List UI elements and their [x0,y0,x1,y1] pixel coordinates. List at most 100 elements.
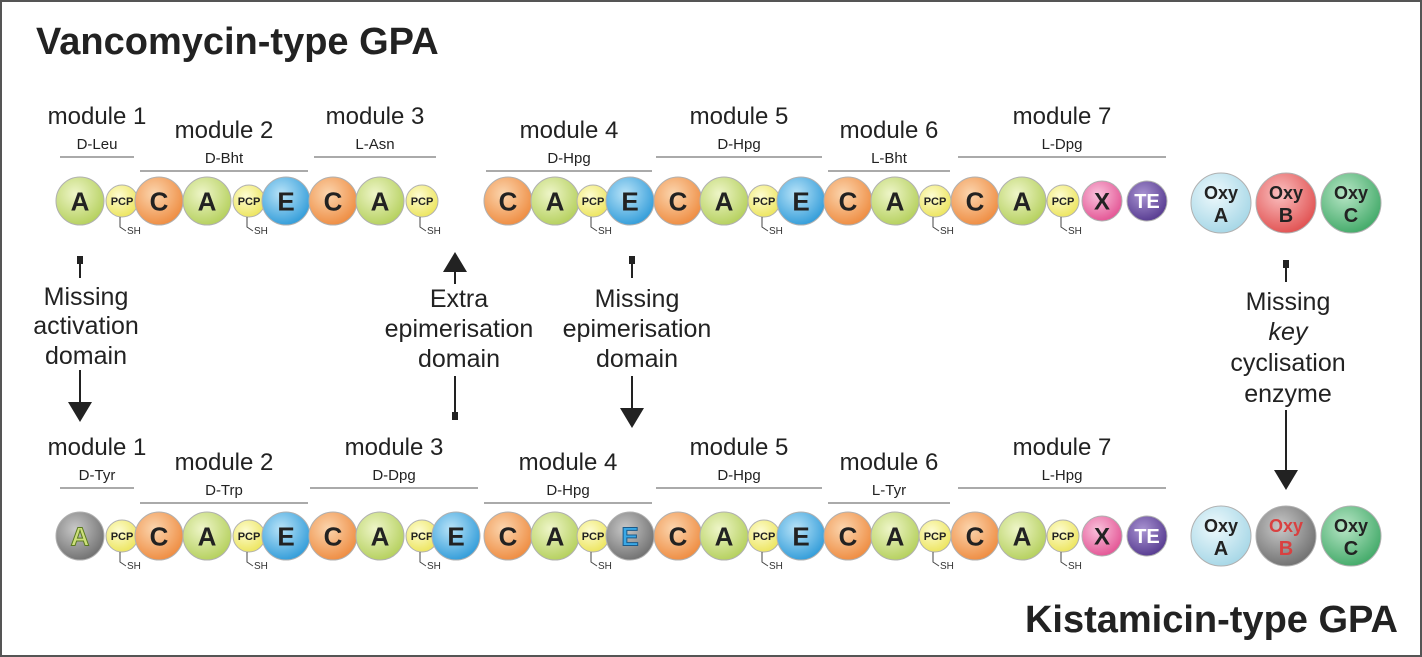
bottom-title: Kistamicin-type GPA [1025,599,1398,641]
e-label: E [792,186,809,216]
module-residue: D-Bht [205,150,244,167]
e-label: E [621,186,638,216]
c-label: C [839,186,858,216]
pcp-domain: PCP SH [1046,184,1082,237]
annotation-extra-epimerisation: Extra epimerisation domain [385,252,534,420]
module-label: module 6L-Tyr [828,449,950,504]
pcp-label: PCP [924,531,947,543]
module-name: module 4 [520,117,619,144]
oxy-prefix: Oxy [1204,516,1238,536]
a-label: A [546,521,565,551]
e-domain: E [431,511,481,561]
sh-label: SH [1068,226,1082,237]
pcp-label: PCP [238,196,261,208]
sh-label: SH [427,561,441,572]
module-residue: L-Tyr [872,482,906,499]
oxy-letter: A [1214,205,1228,227]
a-label: A [198,186,217,216]
pcp-label: PCP [924,196,947,208]
sh-label: SH [127,226,141,237]
module-residue: D-Dpg [372,467,415,484]
a-domain: A [530,176,580,226]
a-label: A [886,186,905,216]
pcp-domain: PCP SH [576,519,612,572]
annotation-line: domain [45,342,127,370]
c-domain: C [483,511,533,561]
module-residue: L-Dpg [1042,136,1083,153]
sh-label: SH [940,561,954,572]
module-name: module 4 [519,449,618,476]
module-label: module 4 D-Hpg [484,449,652,504]
module-name: module 1 [48,434,147,461]
module-name: module 3 [345,434,444,461]
a-domain: A [355,511,405,561]
a-domain: A [870,176,920,226]
e-label: E [277,521,294,551]
annotation-line: epimerisation [385,315,534,343]
c-domain: C [308,176,358,226]
pcp-label: PCP [411,531,434,543]
module-residue: L-Hpg [1042,467,1083,484]
module-name: module 2 [175,449,274,476]
annotation-line: domain [596,345,678,373]
e-label: E [277,186,294,216]
e-domain: E [261,511,311,561]
oxy-prefix: Oxy [1269,183,1303,203]
oxy-letter: C [1344,205,1358,227]
a-domain: A [699,176,749,226]
annotation-missing-epimerisation: Missing epimerisation domain [563,256,711,428]
c-domain: C [950,511,1000,561]
pcp-label: PCP [1052,196,1075,208]
inactive-e-domain: E [605,511,655,561]
te-label: TE [1134,191,1160,213]
c-domain: C [653,176,703,226]
c-domain: C [134,176,184,226]
module-name: module 1 [48,103,147,130]
a-label: A [1013,521,1032,551]
a-label: A [715,186,734,216]
module-name: module 5 [690,103,789,130]
e-label: E [621,521,638,551]
c-label: C [499,521,518,551]
oxy-letter: C [1344,538,1358,560]
c-label: C [839,521,858,551]
annotation-line: Missing [44,283,129,311]
annotation-line: Missing [1246,288,1331,316]
oxy-letter: B [1279,538,1293,560]
sh-label: SH [598,561,612,572]
annotation-line: key [1269,318,1309,346]
pcp-domain: PCP SH [918,519,954,572]
module-name: module 7 [1013,103,1112,130]
oxy-prefix: Oxy [1334,516,1368,536]
pcp-label: PCP [111,531,134,543]
a-label: A [886,521,905,551]
sh-label: SH [254,561,268,572]
module-name: module 6 [840,117,939,144]
x-label: X [1094,189,1110,216]
module-residue: L-Bht [871,150,908,167]
oxy-prefix: Oxy [1334,183,1368,203]
c-label: C [966,521,985,551]
module-residue: D-Tyr [79,467,116,484]
a-label: A [198,521,217,551]
pcp-label: PCP [582,531,605,543]
sh-label: SH [1068,561,1082,572]
module-residue: D-Hpg [546,482,589,499]
a-domain: A [182,511,232,561]
oxy-letter: A [1214,538,1228,560]
sh-label: SH [598,226,612,237]
pcp-label: PCP [238,531,261,543]
module-label: module 5D-Hpg [656,434,822,489]
